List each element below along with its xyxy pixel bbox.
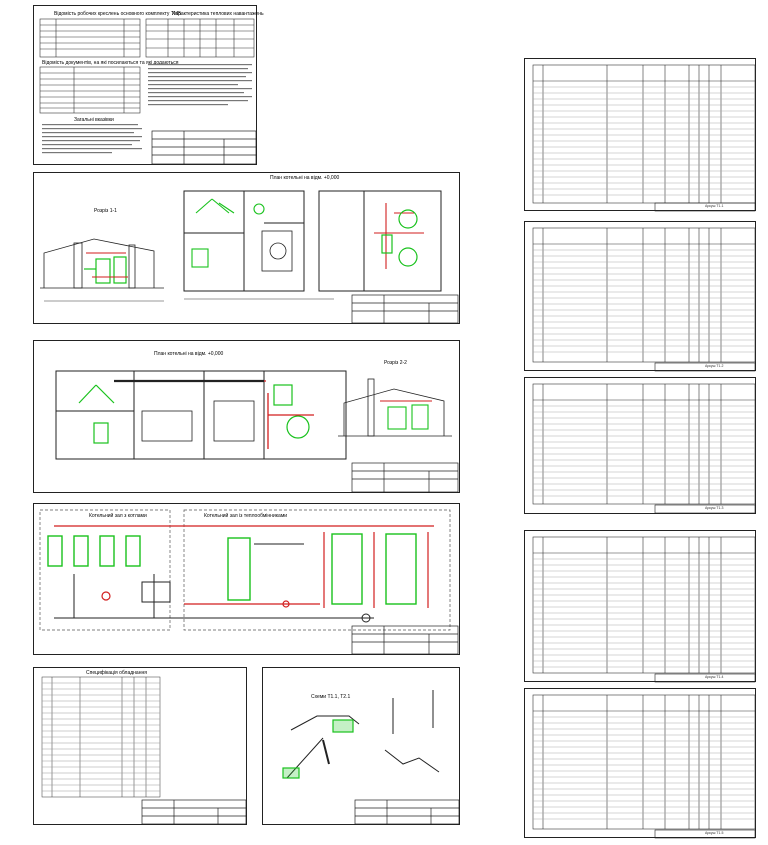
schematic-label-boilers: Котельний зал з котлами [89, 513, 147, 519]
sheet1-tables [39, 18, 257, 165]
list-title-drawings: Відомість робочих креслень основного ком… [54, 11, 182, 17]
plan-upper-title: План котельні на відм. +0,000 [270, 175, 340, 181]
sheet-schematic: Котельний зал з котлами Котельний зал із… [33, 503, 460, 655]
plan-upper-drawing [40, 190, 459, 324]
sheet-plan-lower: План котельні на відм. +0,000 Розріз 2-2 [33, 340, 460, 493]
systems-title: Схеми Т1.1, Т2.1 [311, 694, 351, 700]
section-2-2-label: Розріз 2-2 [384, 360, 407, 366]
spec-page-2-stamp: Аркуш Т1.2 [705, 364, 724, 368]
list-title-documents: Відомість документів, на які посилаються… [42, 60, 179, 66]
equipment-table [41, 676, 247, 825]
sheet-equipment: Специфікація обладнання [33, 667, 247, 825]
spec-page-2: Аркуш Т1.2 [524, 221, 756, 372]
systems-drawing [282, 690, 460, 825]
section-1-1-label: Розріз 1-1 [94, 208, 117, 214]
sheet-systems: Схеми Т1.1, Т2.1 [262, 667, 460, 825]
spec-page-4: Аркуш Т1.4 [524, 530, 756, 683]
spec-page-2-grid [532, 227, 756, 372]
spec-page-4-stamp: Аркуш Т1.4 [705, 675, 724, 679]
plan-lower-drawing [55, 370, 459, 493]
plan-lower-title: План котельні на відм. +0,000 [154, 351, 224, 357]
spec-page-5-stamp: Аркуш Т1.5 [705, 831, 724, 835]
schematic-drawing [39, 509, 459, 655]
spec-page-1-grid [532, 64, 756, 212]
spec-page-5-grid [532, 694, 756, 839]
spec-page-3: Аркуш Т1.3 [524, 377, 756, 514]
sheet-plan-upper: План котельні на відм. +0,000 Розріз 1-1 [33, 172, 460, 324]
spec-page-3-stamp: Аркуш Т1.3 [705, 506, 724, 510]
spec-page-1-stamp: Аркуш Т1.1 [705, 204, 724, 208]
spec-page-4-grid [532, 536, 756, 683]
loads-title: Характеристика теплових навантажень [172, 11, 264, 17]
spec-page-3-grid [532, 383, 756, 514]
notes-title: Загальні вказівки [74, 117, 114, 123]
schematic-label-exchangers: Котельний зал із теплообмінниками [204, 513, 288, 519]
equipment-title: Специфікація обладнання [86, 670, 147, 676]
sheet-general-data: Відомість робочих креслень основного ком… [33, 5, 264, 165]
spec-page-5: Аркуш Т1.5 [524, 688, 756, 839]
spec-page-1: Аркуш Т1.1 [524, 58, 756, 212]
